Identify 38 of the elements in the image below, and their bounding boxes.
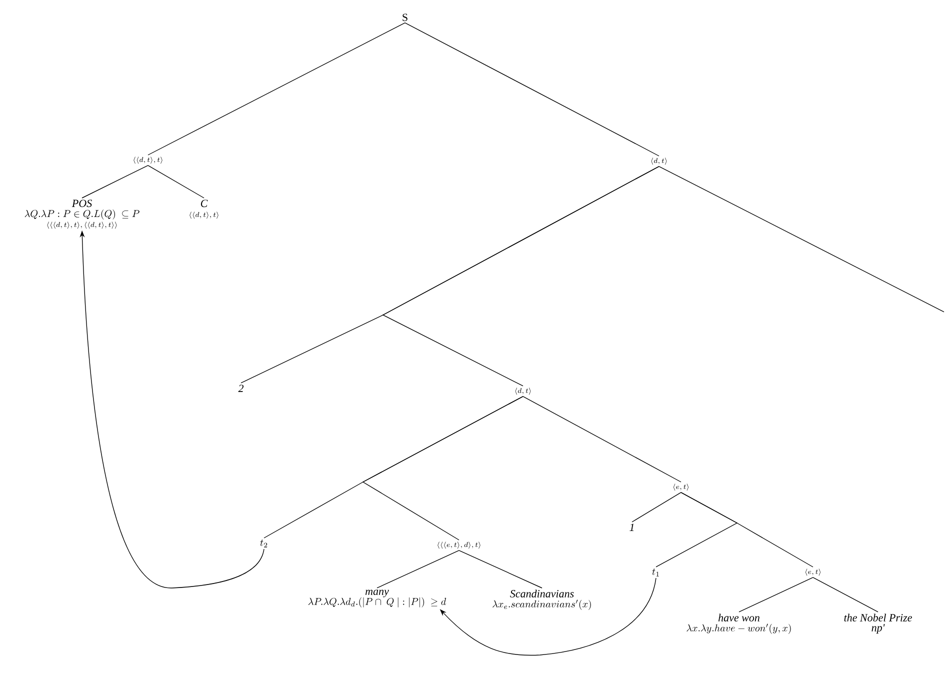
- formula: $\lambda x.\lambda y.have-won'(y,x)$: [686, 624, 791, 634]
- type-label: $\langle\langle\langle e,t\rangle,d\rangle,t\rangle$: [438, 542, 480, 549]
- node-label: 2: [238, 384, 244, 392]
- node-label: POS: [72, 200, 92, 208]
- type-label: $\langle e,t\rangle$: [805, 568, 821, 576]
- tree-branch: [522, 396, 682, 482]
- node-label: have won: [718, 614, 760, 622]
- type-label: $\langle d,t\rangle$: [651, 158, 667, 165]
- tree-branch: [738, 577, 814, 612]
- tree-branch: [148, 165, 204, 198]
- node-label: np': [872, 624, 885, 634]
- type-label: $\langle d,t\rangle$: [515, 388, 531, 395]
- type-label: $\langle\langle d,t\rangle,t\rangle$: [190, 212, 218, 219]
- tree-branch: [82, 165, 148, 198]
- tree-branch: [812, 577, 878, 612]
- tree-branch: [632, 492, 682, 522]
- formula: $\lambda Q.\lambda P: P\in Q.L(Q)\ \subseteq P$: [24, 209, 140, 220]
- node-label: 1: [630, 524, 634, 531]
- tree-branch: [458, 550, 542, 588]
- tree-branch: [404, 22, 660, 156]
- formula: $t_2$: [260, 540, 268, 548]
- node-label: many: [365, 590, 389, 598]
- tree-branch: [658, 166, 944, 312]
- type-label: $\langle\langle d,t\rangle,t\rangle$: [134, 156, 162, 164]
- formula: $\lambda P.\lambda Q.\lambda d_d.(|P\cap\ Q\ |:|P|)\ \geq d$: [308, 597, 446, 608]
- tree-branch: [362, 396, 524, 540]
- node-label: Scandinavians: [510, 590, 574, 598]
- tree-branch: [680, 492, 814, 568]
- tree-branch: [382, 166, 660, 386]
- node-label: C: [200, 200, 208, 208]
- type-label: $\langle\langle\langle d,t\rangle,t\rangle,\langle\langle d,t\rangle,t\rangle\rangle$: [47, 222, 117, 229]
- formula: $t_1$: [652, 568, 659, 576]
- node-label: the Nobel Prize: [844, 614, 912, 622]
- type-label: $\langle e,t\rangle$: [673, 484, 689, 491]
- tree-branch: [148, 22, 406, 156]
- tree-branch: [376, 550, 460, 588]
- node-label: S: [402, 14, 408, 22]
- formula: $\lambda x_e.scandinavians'(x)$: [492, 600, 591, 610]
